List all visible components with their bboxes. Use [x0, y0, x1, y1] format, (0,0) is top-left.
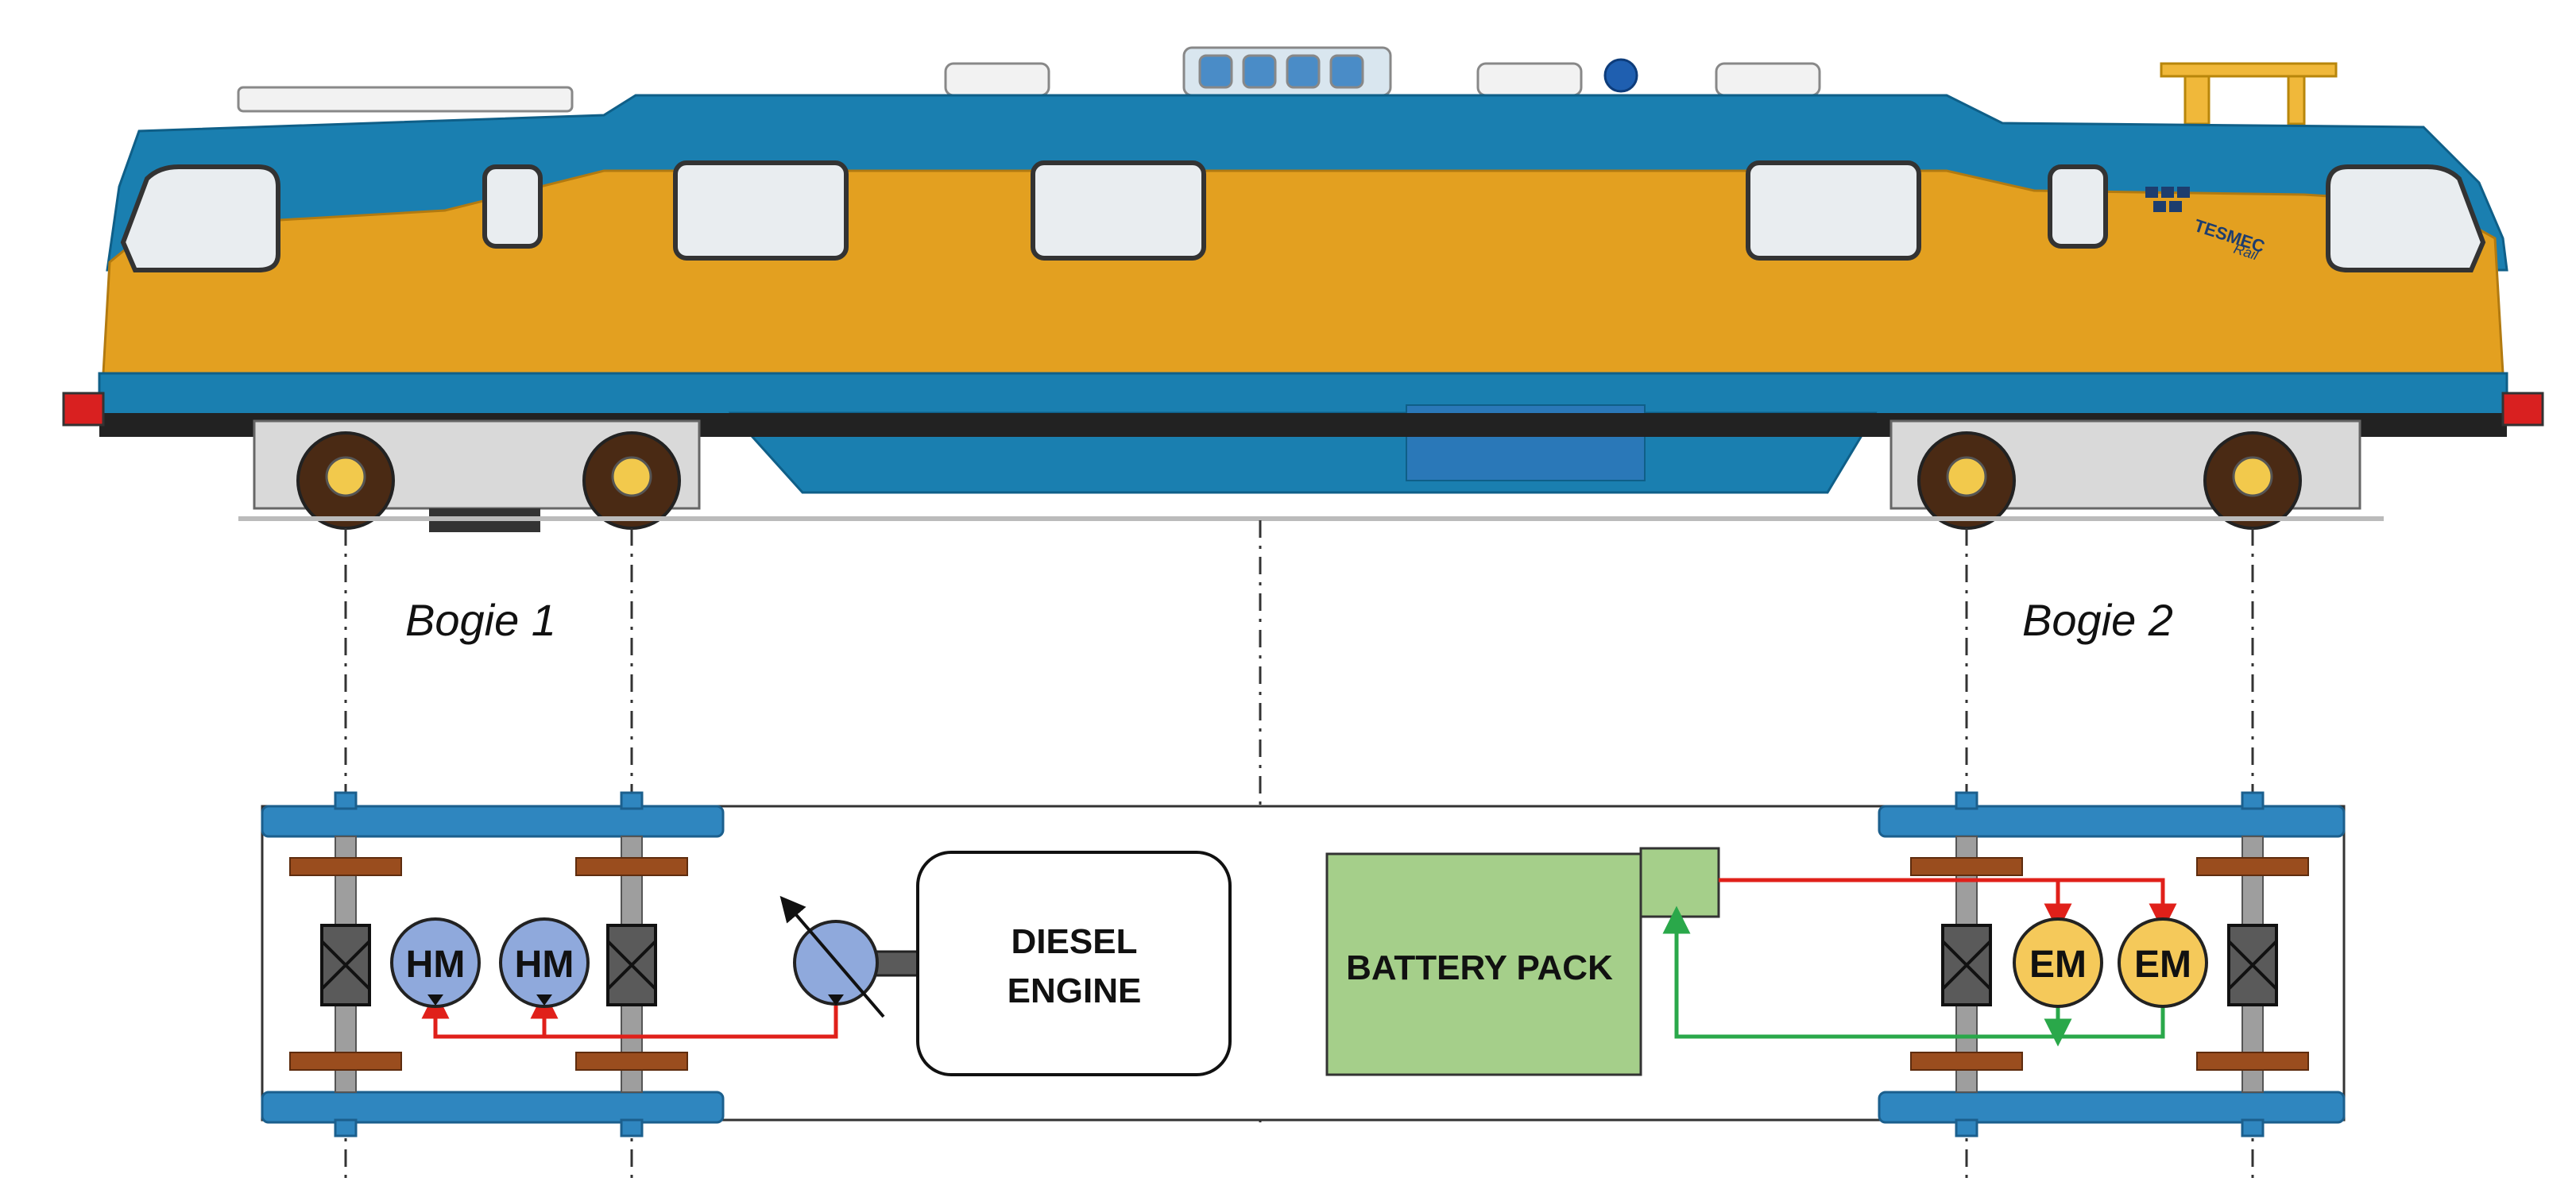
- electric-motor-2: EM: [2118, 917, 2208, 1008]
- gearbox-1: [320, 924, 371, 1006]
- bogie-2-label: Bogie 2: [2022, 595, 2173, 645]
- variable-displacement-arrow: [779, 895, 885, 1018]
- em-2-label: EM: [2134, 944, 2191, 986]
- engine-label-line2: ENGINE: [1008, 971, 1142, 1010]
- gearbox-2: [606, 924, 657, 1006]
- battery-pack: BATTERY PACK: [1325, 852, 1642, 1076]
- hm-1-label: HM: [406, 944, 466, 986]
- wheel-hubs: [325, 456, 2273, 497]
- gearbox-4: [2227, 924, 2278, 1006]
- diesel-engine: DIESEL ENGINE: [916, 851, 1232, 1076]
- electric-supply-lines: [1719, 878, 2177, 932]
- bogie-1-label: Bogie 1: [405, 595, 556, 645]
- roof-equipment: [237, 46, 2338, 126]
- hydraulic-lines: [421, 989, 838, 1039]
- battery-label: BATTERY PACK: [1346, 948, 1613, 987]
- hydraulic-motor-1: HM: [390, 917, 481, 1008]
- buffers: [62, 392, 2544, 427]
- gearbox-3: [1941, 924, 1992, 1006]
- hm-2-label: HM: [515, 944, 574, 986]
- schematic-rails: [261, 791, 2346, 1137]
- drivetrain-schematic: HM HM DIESEL ENGINE BATTERY PACK: [261, 791, 2346, 1137]
- schematic-wheels: [289, 857, 2309, 1071]
- engine-label-line1: DIESEL: [1011, 922, 1138, 961]
- locomotive-windows: [120, 160, 2486, 272]
- hydraulic-motor-2: HM: [499, 917, 590, 1008]
- hydraulic-pump: [779, 895, 923, 1018]
- electric-motor-1: EM: [2013, 917, 2103, 1008]
- inverter-box: [1639, 847, 1720, 918]
- gearboxes: [320, 924, 2278, 1006]
- locomotive-illustration: TESMEC Rail: [62, 46, 2544, 532]
- rail-line: [238, 516, 2384, 521]
- em-1-label: EM: [2029, 944, 2087, 986]
